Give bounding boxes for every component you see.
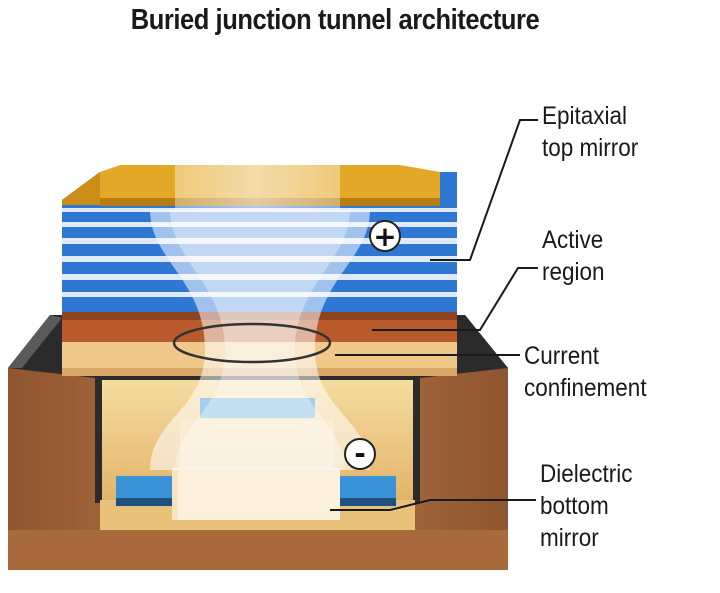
label-current-confinement: Current confinement — [524, 342, 647, 402]
label-active-region: Active region — [542, 226, 605, 286]
plus-sign-icon: + — [369, 220, 401, 252]
label-epitaxial-top-mirror: Epitaxial top mirror — [542, 102, 639, 162]
minus-sign-icon: - — [344, 438, 376, 470]
leader-epitaxial-top-mirror — [430, 119, 538, 261]
leader-lines — [330, 119, 538, 511]
leader-active-region — [372, 267, 538, 331]
diagram-title: Buried junction tunnel architecture — [130, 4, 540, 36]
light-beam — [150, 70, 370, 520]
confinement-ring-icon — [172, 322, 332, 364]
leader-dielectric-bottom-mirror — [330, 499, 536, 511]
label-dielectric-bottom-mirror: Dielectric bottom mirror — [540, 460, 633, 552]
